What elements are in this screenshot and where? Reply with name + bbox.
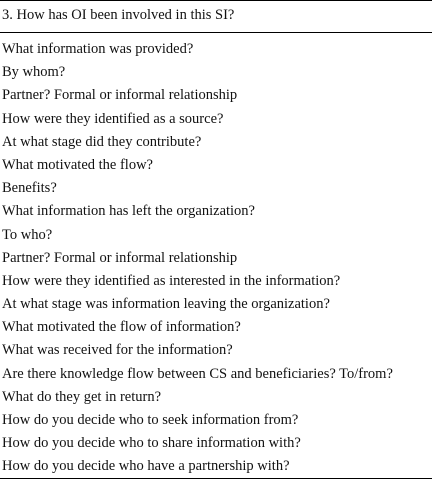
table-row: By whom? [2, 64, 66, 81]
table-row: To who? [2, 226, 53, 243]
table-row: Benefits? [2, 180, 57, 197]
table-row: How do you decide who to share informati… [2, 435, 301, 452]
table-header-rule [0, 32, 432, 33]
table-row: Partner? Formal or informal relationship [2, 87, 238, 104]
table-bottom-rule [0, 478, 432, 479]
table-row: Are there knowledge flow between CS and … [2, 365, 393, 382]
table-header: 3. How has OI been involved in this SI? [2, 7, 235, 23]
table-row: Partner? Formal or informal relationship [2, 249, 238, 266]
table-row: At what stage did they contribute? [2, 133, 202, 150]
table-row: What information was provided? [2, 41, 194, 57]
table-row: How were they identified as a source? [2, 110, 224, 127]
table-row: What do they get in return? [2, 388, 162, 405]
table-row: What was received for the information? [2, 342, 233, 359]
table-row: What motivated the flow of information? [2, 319, 241, 336]
table-top-rule [0, 0, 432, 1]
table-row: How were they identified as interested i… [2, 272, 341, 289]
table-row: At what stage was information leaving th… [2, 296, 330, 313]
table-row: What information has left the organizati… [2, 203, 255, 220]
table-row: How do you decide who have a partnership… [2, 458, 290, 475]
table-body: What information was provided? By whom? … [2, 38, 430, 479]
table-row: What motivated the flow? [2, 156, 153, 173]
table-row: How do you decide who to seek informatio… [2, 412, 299, 428]
